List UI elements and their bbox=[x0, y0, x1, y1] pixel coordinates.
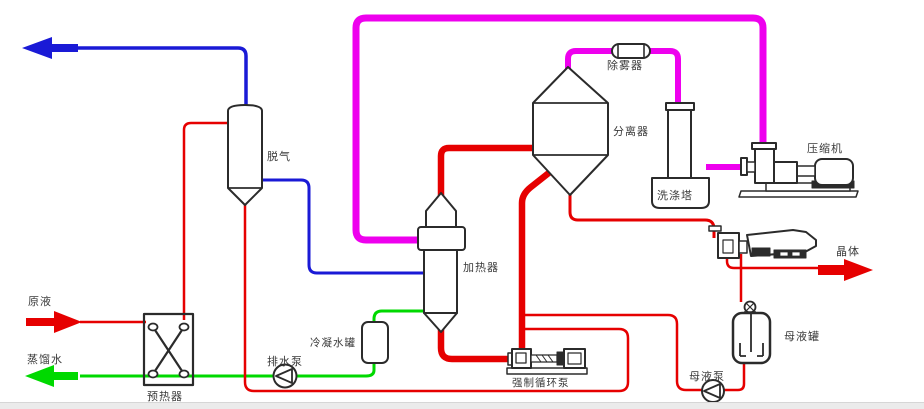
mother-liquor-tank-vessel bbox=[731, 300, 772, 365]
distilled-water-label: 蒸馏水 bbox=[27, 353, 63, 366]
washing-tower-vessel bbox=[651, 102, 710, 209]
distilled-water-arrow bbox=[25, 365, 78, 387]
mother-liquor-tank-label: 母液罐 bbox=[784, 330, 820, 343]
separator-vessel bbox=[532, 66, 609, 196]
pipe-degasser-to-heater bbox=[261, 178, 426, 275]
pipe-centrifuge-to-crystal bbox=[725, 254, 822, 270]
heater-vessel bbox=[417, 192, 466, 333]
compressor-machine bbox=[738, 142, 859, 198]
pipe-pump-to-heater bbox=[437, 328, 514, 363]
pipe-degasser-vent bbox=[76, 46, 248, 108]
pipes bbox=[22, 14, 873, 393]
pipe-mother-liquor-return bbox=[523, 313, 703, 392]
pipe-separator-to-demister bbox=[565, 48, 614, 70]
pipe-compressor-to-heater bbox=[352, 14, 767, 244]
compressor-label: 压缩机 bbox=[807, 142, 843, 155]
demister-label: 除雾器 bbox=[607, 59, 643, 72]
preheater-label: 预热器 bbox=[147, 390, 183, 403]
crystal-label: 晶体 bbox=[836, 245, 860, 258]
forced-circulation-pump-label: 强制循环泵 bbox=[512, 377, 570, 389]
pipe-separator-to-pump bbox=[518, 169, 553, 351]
centrifuge-machine bbox=[708, 225, 817, 259]
pipe-heater-to-separator bbox=[437, 144, 532, 196]
pipe-demister-to-tower bbox=[648, 48, 681, 105]
drain-pump-symbol bbox=[272, 363, 298, 389]
mother-liquor-pump-symbol bbox=[701, 379, 725, 403]
feed-label: 原液 bbox=[28, 295, 52, 308]
washing-tower-label: 洗涤塔 bbox=[657, 189, 693, 202]
pipe-degasser-to-circulation bbox=[243, 203, 630, 393]
pipe-distilled-water bbox=[80, 361, 376, 378]
separator-label: 分离器 bbox=[613, 125, 649, 138]
crystal-arrow bbox=[818, 259, 873, 281]
preheater-exchanger bbox=[142, 312, 195, 387]
equipment bbox=[142, 43, 859, 403]
page-bottom-strip bbox=[0, 402, 924, 409]
condensate-tank-vessel bbox=[361, 321, 389, 364]
mother-liquor-pump-label: 母液泵 bbox=[689, 370, 725, 383]
vent-arrow bbox=[22, 37, 78, 59]
pipe-heater-to-condensate-tank bbox=[372, 309, 426, 324]
drain-pump-label: 排水泵 bbox=[267, 355, 303, 368]
heater-label: 加热器 bbox=[463, 261, 499, 274]
degasser-vessel bbox=[227, 104, 263, 206]
feed-arrow bbox=[26, 311, 82, 333]
condensate-tank-label: 冷凝水罐 bbox=[310, 337, 356, 349]
pipe-preheater-to-degasser bbox=[182, 121, 229, 320]
degasser-label: 脱气 bbox=[267, 150, 291, 163]
pipe-tank-to-mother-liquor-pump bbox=[723, 362, 746, 392]
demister-vessel bbox=[611, 43, 651, 59]
forced-circulation-pump-symbol bbox=[506, 348, 588, 375]
